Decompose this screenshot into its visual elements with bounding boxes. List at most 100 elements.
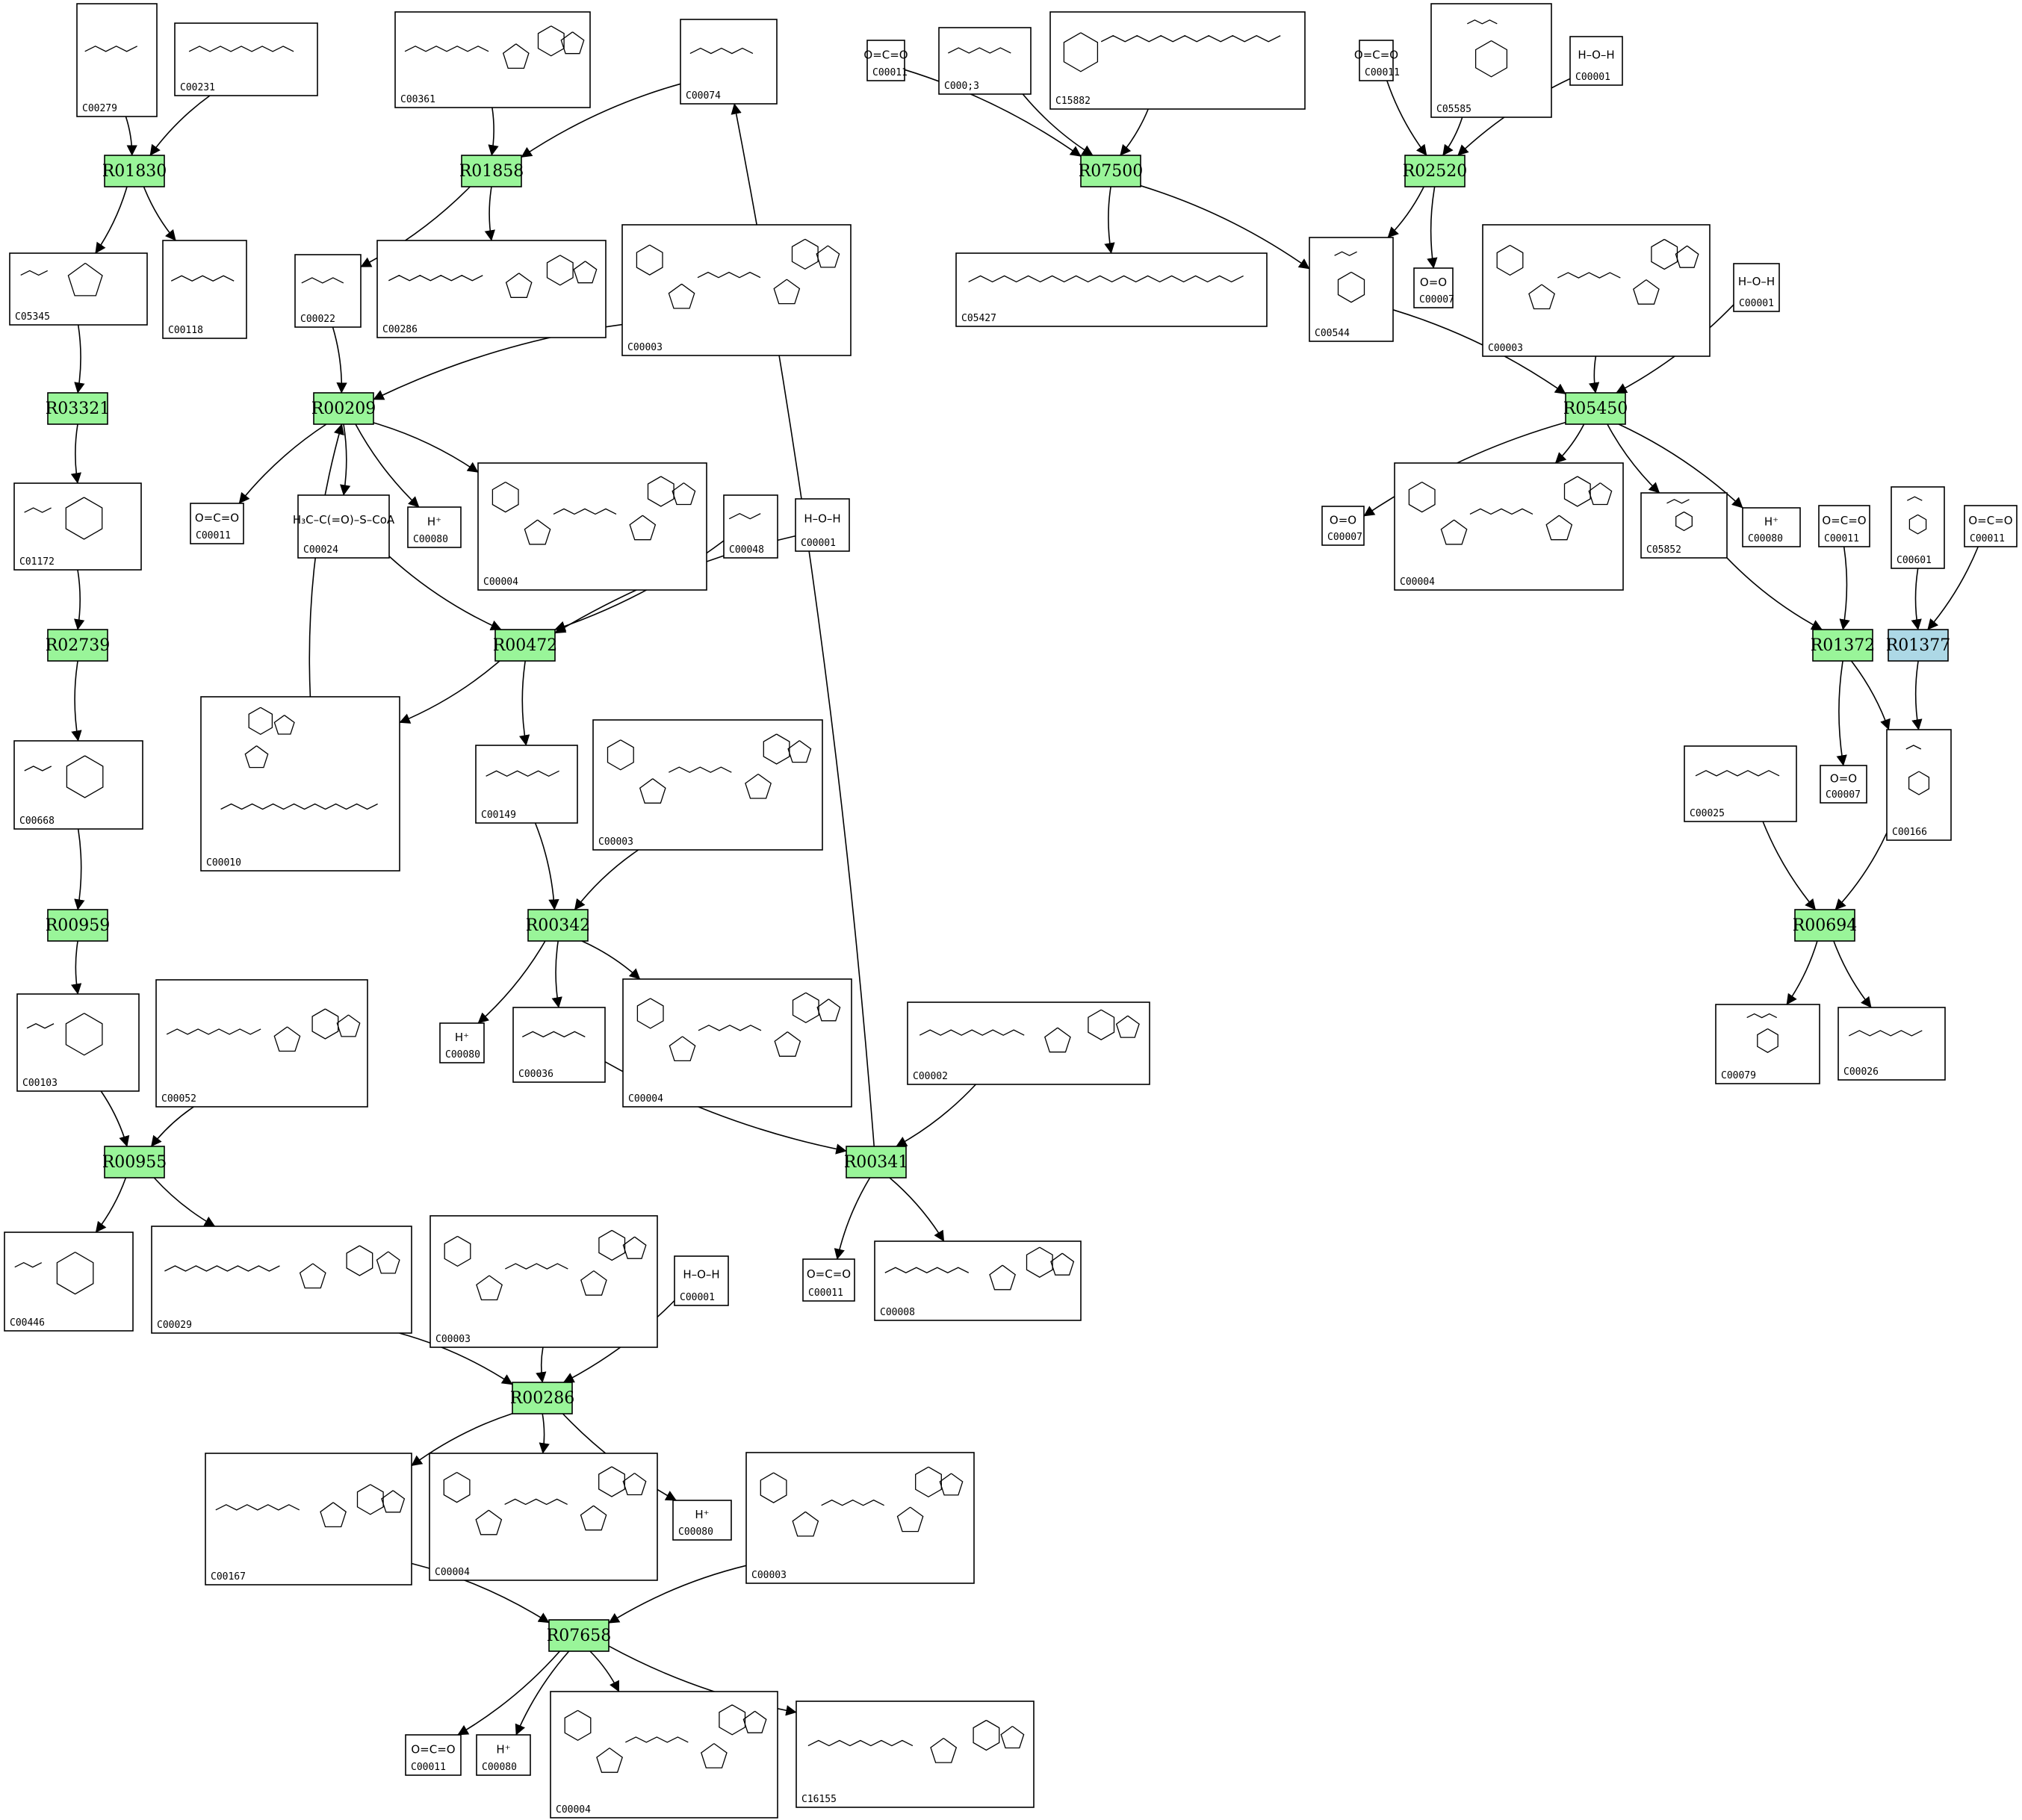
reaction-node-r01858[interactable]: R01858: [459, 155, 524, 187]
compound-id-label: C000;3: [944, 81, 979, 92]
compound-c05852[interactable]: C05852: [1640, 492, 1728, 559]
compound-c00025[interactable]: C00025: [1684, 745, 1797, 822]
reaction-box: [104, 155, 165, 187]
compound-c00074[interactable]: C00074: [680, 19, 778, 105]
compound-c00286[interactable]: C00286: [376, 240, 607, 338]
compound-box: [907, 1001, 1150, 1085]
reaction-node-r00209[interactable]: R00209: [311, 392, 376, 425]
compound-c00668[interactable]: C00668: [13, 740, 143, 830]
compound-c05585[interactable]: C05585: [1430, 3, 1552, 118]
compound-box: [1742, 507, 1801, 547]
compound-c00003[interactable]: C00003: [621, 224, 852, 356]
compound-c00080[interactable]: H⁺C00080: [672, 1500, 732, 1541]
compound-c00026[interactable]: C00026: [1838, 1007, 1946, 1081]
reaction-node-r00286[interactable]: R00286: [510, 1382, 575, 1414]
reaction-node-r01830[interactable]: R01830: [102, 155, 167, 187]
compound-c00166[interactable]: C00166: [1886, 729, 1952, 841]
compound-c00004[interactable]: C00004: [1394, 462, 1624, 591]
compound-c00080[interactable]: H⁺C00080: [439, 1022, 485, 1063]
compound-formula: O=C=O: [411, 1742, 455, 1756]
compound-formula: O=C=O: [195, 511, 239, 524]
compound-c00118[interactable]: C00118: [162, 240, 247, 339]
edge-arrow: [1911, 568, 1922, 630]
reaction-node-r00342[interactable]: R00342: [526, 909, 591, 942]
reaction-node-r00694[interactable]: R00694: [1793, 909, 1858, 942]
compound-c00003[interactable]: C00003: [429, 1215, 658, 1348]
nadh-structure-icon: [1408, 476, 1613, 545]
reaction-node-r01372[interactable]: R01372: [1811, 629, 1876, 662]
compound-c00080[interactable]: H⁺C00080: [407, 506, 462, 548]
compound-box: [155, 979, 368, 1108]
reaction-node-r03321[interactable]: R03321: [46, 392, 111, 425]
reaction-node-r00472[interactable]: R00472: [493, 629, 558, 662]
compound-c00008[interactable]: C00008: [874, 1240, 1082, 1321]
compound-c00048[interactable]: C00048: [723, 494, 778, 559]
compound-formula: O=O: [1330, 513, 1356, 527]
compound-c00103[interactable]: C00103: [16, 993, 140, 1092]
reaction-node-r02739[interactable]: R02739: [46, 629, 111, 662]
compound-c00601[interactable]: C00601: [1891, 486, 1945, 569]
compound-c00004[interactable]: C00004: [429, 1453, 658, 1581]
compound-c00004[interactable]: C00004: [622, 978, 852, 1108]
compound-c00036[interactable]: C00036: [512, 1007, 606, 1083]
compound-c00002[interactable]: C00002: [907, 1001, 1150, 1085]
reaction-node-r02520[interactable]: R02520: [1403, 155, 1468, 187]
pyranose-phosphate-structure-icon: [26, 1013, 103, 1056]
compound-c00446[interactable]: C00446: [4, 1232, 134, 1332]
compound-c00080[interactable]: H⁺C00080: [1742, 507, 1801, 547]
compound-formula: H⁺: [695, 1508, 709, 1521]
compound-c00003[interactable]: C00003: [745, 1452, 975, 1584]
reaction-node-r07658[interactable]: R07658: [547, 1619, 612, 1652]
compound-c00010[interactable]: C00010: [200, 696, 400, 872]
compound-c01172[interactable]: C01172: [13, 482, 142, 571]
compound-c00004[interactable]: C00004: [550, 1691, 778, 1819]
compound-c00080[interactable]: H⁺C00080: [476, 1734, 531, 1776]
reaction-node-r00959[interactable]: R00959: [46, 909, 111, 942]
compound-c0003[interactable]: C000;3: [938, 27, 1032, 95]
compound-c15882[interactable]: C15882: [1049, 11, 1306, 110]
reaction-node-r00955[interactable]: R00955: [102, 1146, 167, 1178]
compound-c00279[interactable]: C00279: [76, 3, 158, 117]
compound-c05427[interactable]: C05427: [955, 252, 1268, 327]
compound-id-label: C00011: [1365, 67, 1400, 78]
compound-c00029[interactable]: C00029: [151, 1226, 412, 1334]
compound-id-label: C00004: [483, 577, 518, 588]
compound-c00079[interactable]: C00079: [1715, 1004, 1820, 1084]
compound-c00022[interactable]: C00022: [294, 254, 362, 328]
compound-id-label: C00004: [628, 1093, 663, 1105]
compound-c00004[interactable]: C00004: [477, 462, 707, 591]
compound-c00361[interactable]: C00361: [394, 11, 591, 108]
compound-c05345[interactable]: C05345: [9, 252, 148, 326]
compound-c00231[interactable]: C00231: [174, 22, 318, 96]
reaction-node-r05450[interactable]: R05450: [1563, 392, 1628, 425]
compound-c00167[interactable]: C00167: [205, 1453, 412, 1585]
compound-c00544[interactable]: C00544: [1309, 237, 1394, 342]
compound-c16155[interactable]: C16155: [796, 1701, 1035, 1808]
compound-c00003[interactable]: C00003: [1482, 224, 1711, 357]
reaction-node-r07500[interactable]: R07500: [1079, 155, 1144, 187]
edge-arrow: [1850, 660, 1891, 730]
reaction-node-r01377[interactable]: R01377: [1886, 629, 1951, 662]
compound-c00149[interactable]: C00149: [475, 745, 578, 824]
reaction-node-r00341[interactable]: R00341: [844, 1146, 909, 1178]
compound-box: [1049, 11, 1306, 110]
compound-c00003[interactable]: C00003: [592, 719, 823, 851]
phenylacetaldehyde-structure-icon: [1907, 496, 1927, 535]
reaction-label: R02520: [1403, 162, 1468, 181]
compound-c00052[interactable]: C00052: [155, 979, 368, 1108]
